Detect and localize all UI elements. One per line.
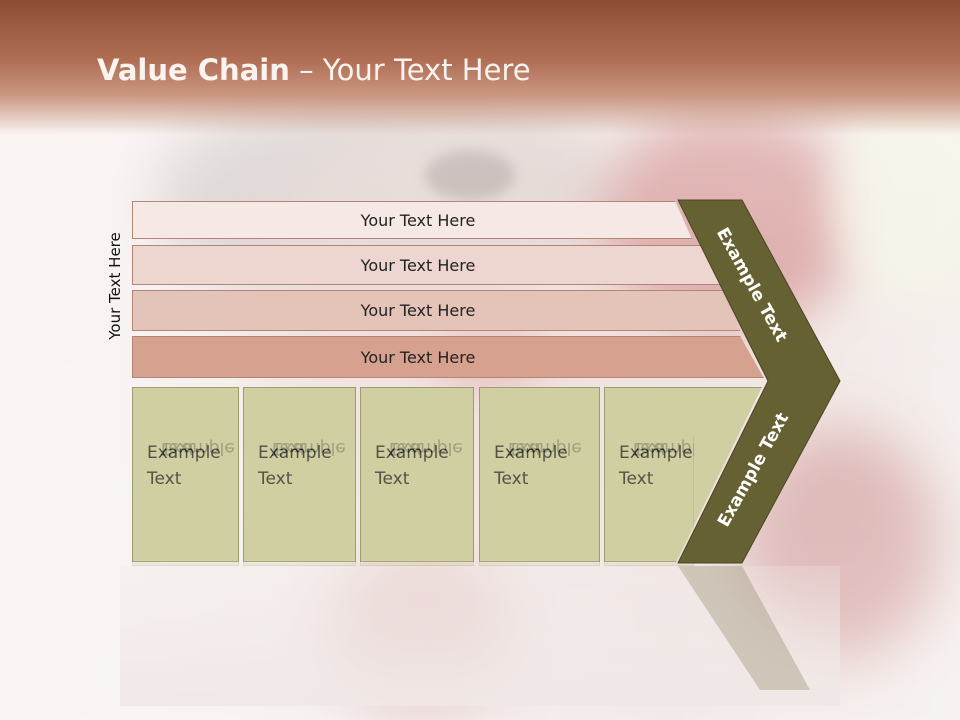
support-row-4: Your Text Here bbox=[132, 336, 764, 378]
title-bold: Value Chain bbox=[97, 53, 290, 87]
side-label: Your Text Here bbox=[104, 222, 126, 350]
title-band bbox=[0, 0, 960, 135]
support-row-3: Your Text Here bbox=[132, 290, 740, 331]
title-rest: – Your Text Here bbox=[289, 53, 531, 87]
side-label-text: Your Text Here bbox=[106, 232, 124, 340]
slide-title: Value Chain – Your Text Here bbox=[97, 53, 531, 87]
support-row-label: Your Text Here bbox=[360, 210, 476, 230]
support-row-label: Your Text Here bbox=[360, 347, 476, 367]
support-row-1: Your Text Here bbox=[132, 201, 692, 239]
support-row-label: Your Text Here bbox=[360, 301, 476, 320]
support-row-2: Your Text Here bbox=[132, 245, 737, 285]
support-row-label: Your Text Here bbox=[360, 255, 476, 275]
reflection-fade bbox=[120, 566, 840, 706]
